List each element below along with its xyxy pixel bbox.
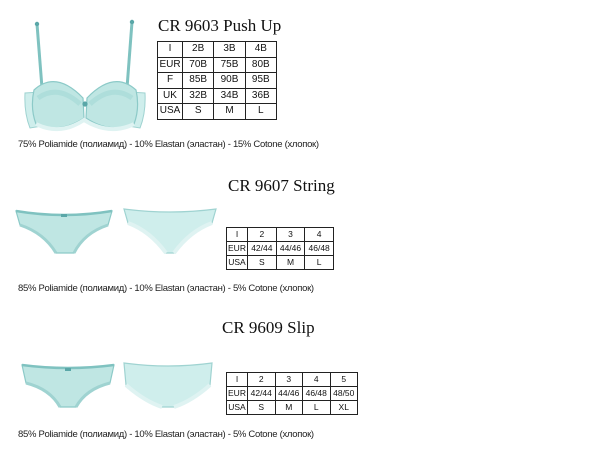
string-front-photo	[15, 209, 113, 254]
size-system-label: I	[157, 41, 183, 58]
size-system-label: USA	[226, 400, 248, 415]
size-cell: S	[247, 255, 277, 270]
size-cell: S	[181, 103, 215, 120]
size-cell: 3B	[213, 41, 246, 58]
size-cell: 4	[302, 372, 331, 387]
size-system-label: EUR	[157, 56, 183, 73]
size-cell: 48/50	[329, 386, 358, 401]
size-cell: 46/48	[302, 386, 331, 401]
size-cell: 95B	[244, 72, 278, 89]
product-title: CR 9607 String	[228, 176, 335, 195]
size-cell: 42/44	[247, 386, 276, 401]
size-system-label: UK	[157, 87, 183, 104]
size-cell: 5	[329, 372, 358, 387]
size-cell: 85B	[181, 72, 215, 89]
size-cell: 42/44	[247, 241, 277, 256]
size-system-label: EUR	[226, 386, 248, 401]
size-system-label: EUR	[226, 241, 248, 256]
size-system-label: USA	[157, 103, 183, 120]
size-cell: L	[304, 255, 334, 270]
size-cell: 44/46	[275, 241, 306, 256]
size-cell: 32B	[181, 87, 215, 104]
composition-text: 85% Poliamide (полиамид) - 10% Elastan (…	[18, 429, 314, 440]
size-system-label: USA	[226, 255, 248, 270]
size-cell: 4	[304, 227, 334, 242]
size-cell: 44/46	[274, 386, 303, 401]
size-cell: 46/48	[304, 241, 334, 256]
size-cell: 34B	[213, 87, 246, 104]
size-cell: M	[274, 400, 303, 415]
size-cell: 3	[274, 372, 303, 387]
size-cell: 90B	[213, 72, 246, 89]
size-cell: M	[275, 255, 306, 270]
size-cell: 4B	[244, 41, 278, 58]
size-cell: L	[302, 400, 331, 415]
bra-photo	[24, 19, 146, 132]
size-cell: 75B	[213, 56, 246, 73]
size-cell: S	[247, 400, 276, 415]
size-cell: 70B	[181, 56, 215, 73]
size-cell: XL	[329, 400, 358, 415]
product-title: CR 9603 Push Up	[158, 16, 282, 35]
size-system-label: I	[226, 372, 248, 387]
size-cell: 36B	[244, 87, 278, 104]
size-cell: L	[244, 103, 278, 120]
size-system-label: F	[157, 72, 183, 89]
size-cell: 2B	[181, 41, 215, 58]
composition-text: 85% Poliamide (полиамид) - 10% Elastan (…	[18, 283, 314, 294]
composition-text: 75% Poliamide (полиамид) - 10% Elastan (…	[18, 139, 319, 150]
size-cell: M	[213, 103, 246, 120]
slip-back-photo	[123, 362, 213, 409]
slip-front-photo	[21, 363, 115, 408]
size-cell: 2	[247, 227, 277, 242]
size-cell: 3	[275, 227, 306, 242]
size-system-label: I	[226, 227, 248, 242]
product-title: CR 9609 Slip	[222, 318, 315, 337]
string-back-photo	[123, 208, 217, 255]
size-cell: 2	[247, 372, 276, 387]
size-cell: 80B	[244, 56, 278, 73]
